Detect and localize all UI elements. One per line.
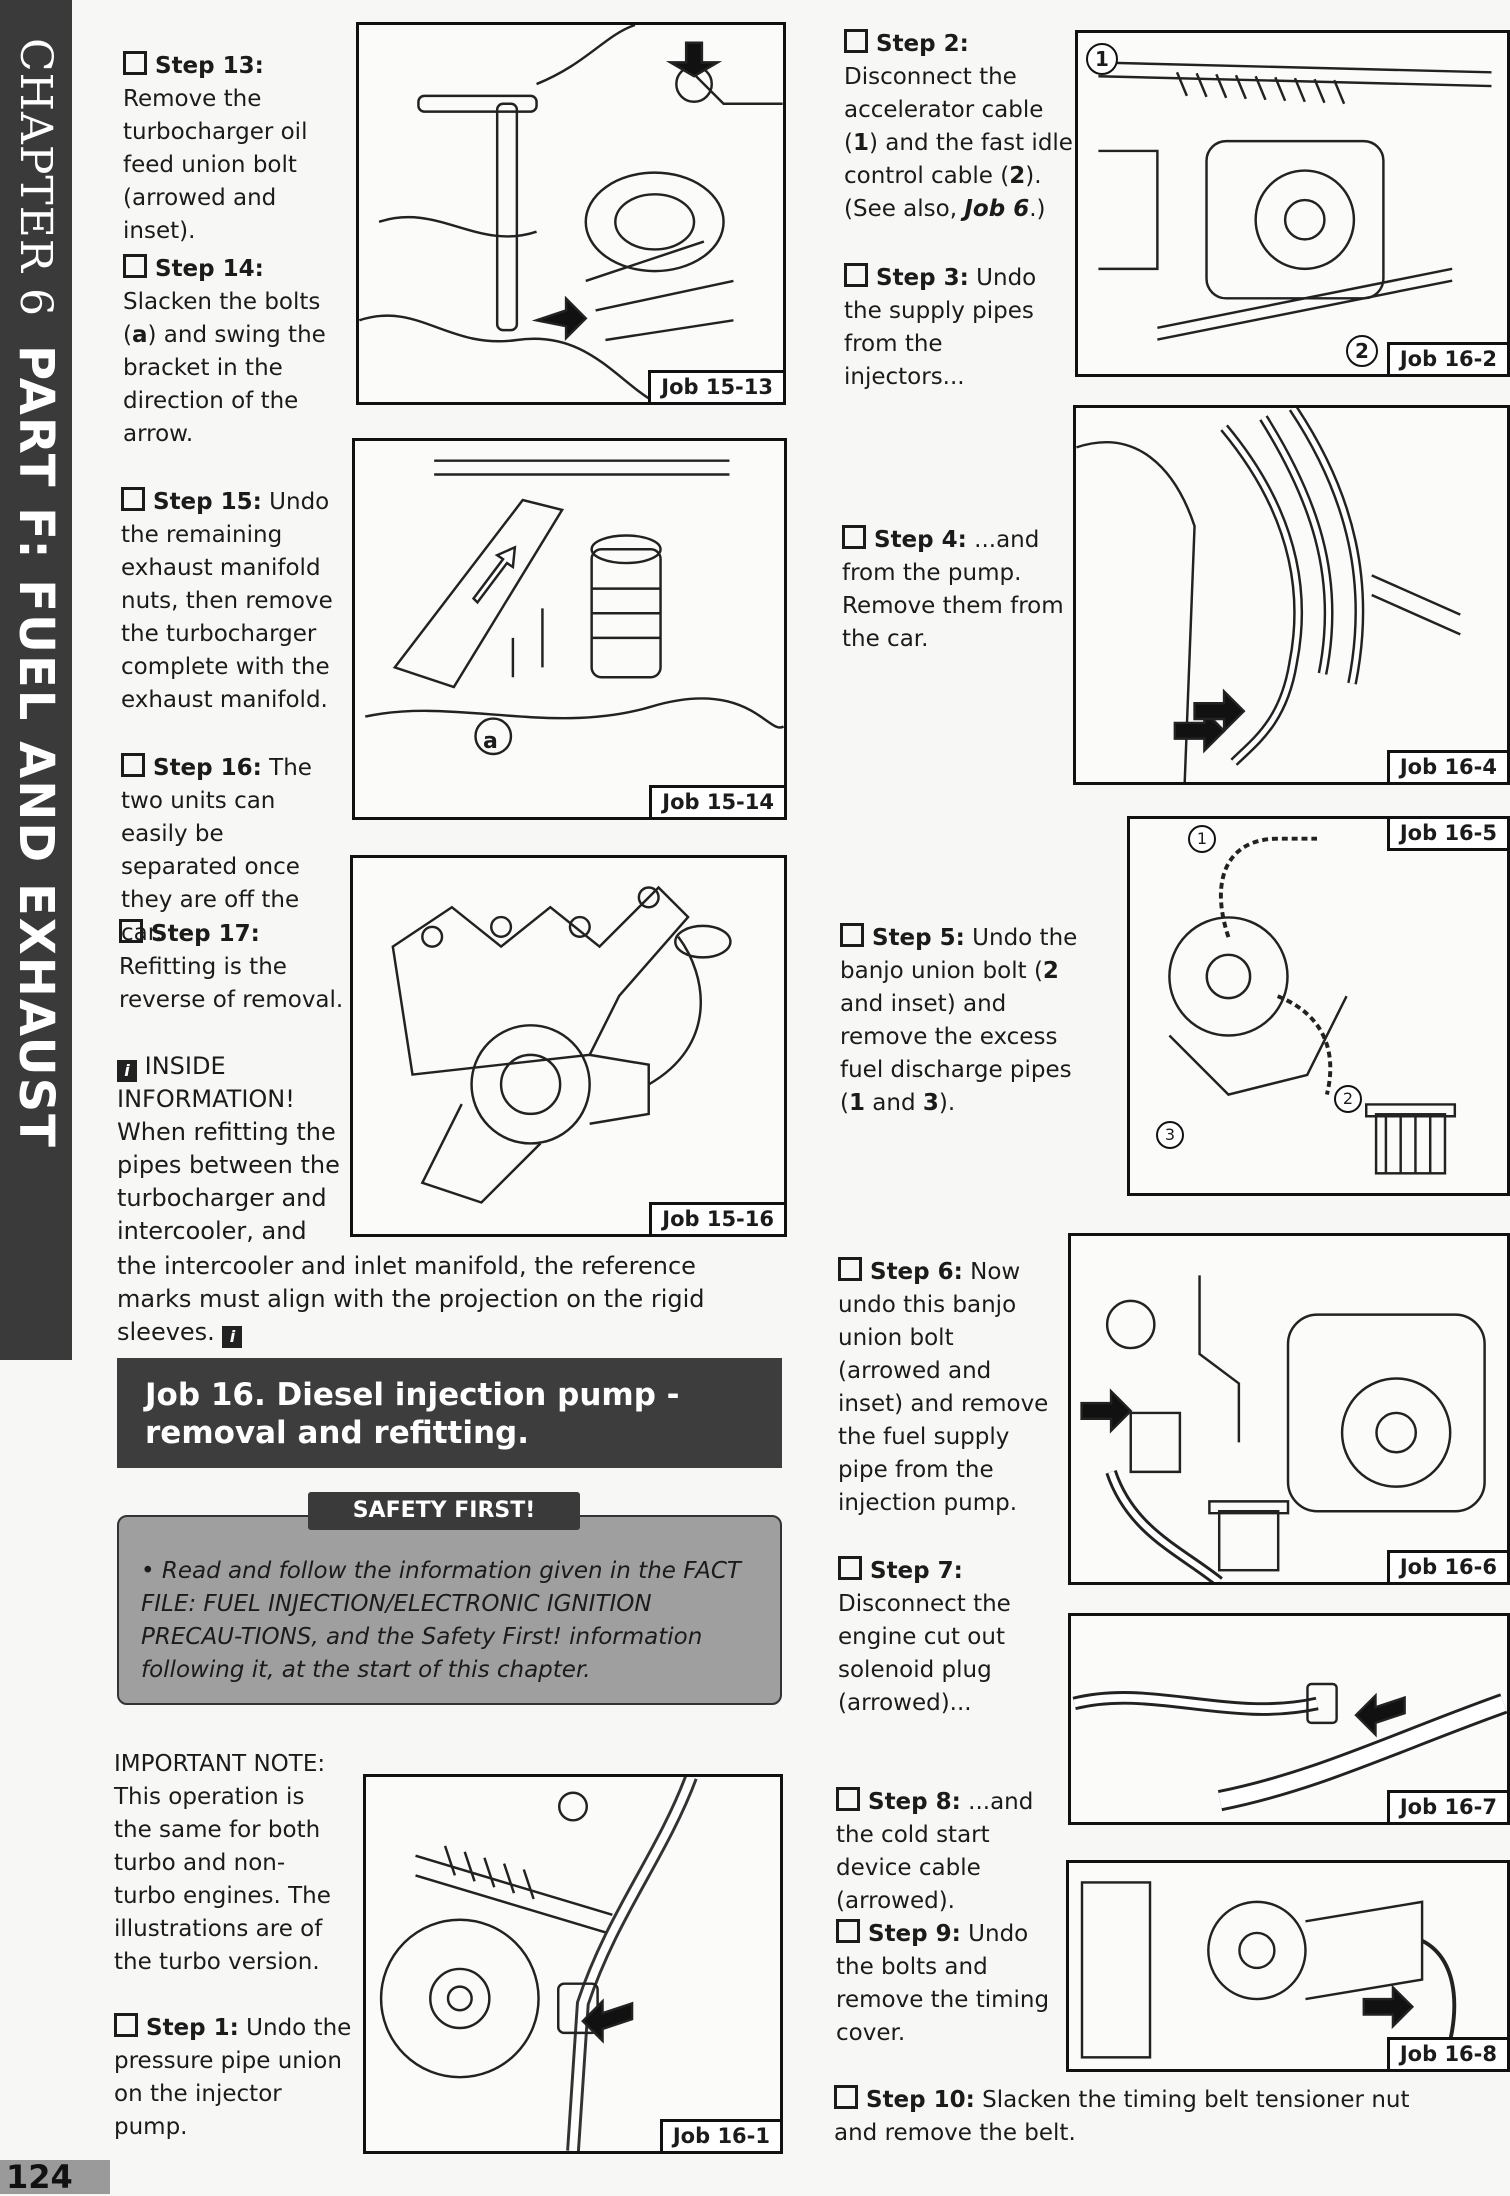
checkbox-icon bbox=[123, 254, 147, 278]
figure-caption: Job 16-2 bbox=[1386, 342, 1507, 374]
step-10: Step 10: Slacken the timing belt tension… bbox=[834, 2084, 1454, 2150]
safety-text: • Read and follow the information given … bbox=[141, 1558, 741, 1683]
callout-1: 1 bbox=[1086, 43, 1118, 75]
callout-2: 2 bbox=[1346, 335, 1378, 367]
inside-heading: INSIDE bbox=[144, 1052, 226, 1080]
step-text: Undo the pressure pipe union on the inje… bbox=[114, 2015, 352, 2140]
callout-3: 3 bbox=[1156, 1121, 1184, 1149]
checkbox-icon bbox=[840, 923, 864, 947]
step-14: Step 14: Slacken the bolts (a) and swing… bbox=[123, 254, 326, 447]
step-label: Step 13: bbox=[155, 53, 264, 79]
inside-information: i INSIDE INFORMATION! When refitting the… bbox=[117, 1052, 340, 1245]
inside-information-cont: the intercooler and inlet manifold, the … bbox=[117, 1252, 705, 1348]
step-text: Refitting is the reverse of removal. bbox=[119, 954, 344, 1013]
checkbox-icon bbox=[123, 51, 147, 75]
figure-job-15-13: Job 15-13 bbox=[356, 22, 786, 405]
step-13: Step 13: Remove the turbocharger oil fee… bbox=[123, 50, 348, 248]
chapter-label: CHAPTER 6 bbox=[10, 38, 62, 317]
step-text: Undo the remaining exhaust manifold nuts… bbox=[121, 489, 333, 713]
step-text: Slacken the timing belt tensioner nut an… bbox=[834, 2087, 1410, 2146]
step-1: Step 1: Undo the pressure pipe union on … bbox=[114, 2012, 354, 2144]
part-label: PART F: FUEL AND EXHAUST bbox=[8, 345, 64, 1149]
figure-job-16-6: Job 16-6 bbox=[1068, 1233, 1510, 1585]
checkbox-icon bbox=[844, 263, 868, 287]
step-4: Step 4: ...and from the pump. Remove the… bbox=[842, 524, 1067, 656]
checkbox-icon bbox=[121, 753, 145, 777]
step-2: Step 2: Disconnect the accelerator cable… bbox=[844, 29, 1073, 222]
chapter-sidebar: CHAPTER 6 PART F: FUEL AND EXHAUST bbox=[0, 0, 72, 1360]
checkbox-icon bbox=[844, 29, 868, 53]
step-label: Step 5: bbox=[872, 925, 965, 951]
step-text: Undo the supply pipes from the injectors… bbox=[844, 265, 1037, 390]
figure-caption: Job 16-5 bbox=[1386, 819, 1507, 851]
step-9: Step 9: Undo the bolts and remove the ti… bbox=[836, 1918, 1061, 2050]
figure-job-15-16: Job 15-16 bbox=[350, 855, 787, 1237]
figure-caption: Job 16-1 bbox=[659, 2119, 780, 2151]
step-text: The two units can easily be separated on… bbox=[121, 755, 312, 946]
checkbox-icon bbox=[119, 919, 143, 943]
step-label: Step 2: bbox=[876, 31, 969, 57]
figure-job-15-14: a Job 15-14 bbox=[352, 438, 787, 820]
figure-job-16-7: Job 16-7 bbox=[1068, 1613, 1510, 1825]
step-text: Remove the turbocharger oil feed union b… bbox=[123, 86, 308, 244]
info-icon: i bbox=[117, 1060, 137, 1082]
step-label: Step 17: bbox=[151, 921, 260, 947]
step-text: Disconnect the engine cut out solenoid p… bbox=[838, 1591, 1011, 1716]
job16-heading: Job 16. Diesel injection pump -removal a… bbox=[117, 1358, 782, 1468]
checkbox-icon bbox=[836, 1787, 860, 1811]
checkbox-icon bbox=[834, 2085, 858, 2109]
step-label: Step 16: bbox=[153, 755, 262, 781]
step-text: ...and the cold start device cable (arro… bbox=[836, 1789, 1034, 1914]
step-text: Now undo this banjo union bolt (arrowed … bbox=[838, 1259, 1049, 1516]
figure-job-16-5: 1 2 3 Job 16-5 bbox=[1127, 816, 1510, 1196]
figure-caption: Job 16-7 bbox=[1386, 1790, 1507, 1822]
inside-text: When refitting the pipes between the tur… bbox=[117, 1118, 340, 1245]
figure-job-16-1: Job 16-1 bbox=[363, 1774, 783, 2154]
checkbox-icon bbox=[838, 1556, 862, 1580]
figure-job-16-4: Job 16-4 bbox=[1073, 405, 1510, 785]
safety-first-tab: SAFETY FIRST! bbox=[308, 1492, 580, 1530]
figure-caption: Job 15-16 bbox=[649, 1202, 784, 1234]
step-label: Step 6: bbox=[870, 1259, 963, 1285]
step-7: Step 7: Disconnect the engine cut out so… bbox=[838, 1555, 1063, 1720]
checkbox-icon bbox=[114, 2013, 138, 2037]
step-text: ...and from the pump. Remove them from t… bbox=[842, 527, 1064, 652]
step-label: Step 15: bbox=[153, 489, 262, 515]
step-label: Step 7: bbox=[870, 1558, 963, 1584]
step-label: Step 10: bbox=[866, 2087, 975, 2113]
step-label: Step 14: bbox=[155, 256, 264, 282]
page-number: 124 bbox=[0, 2160, 110, 2194]
checkbox-icon bbox=[121, 487, 145, 511]
safety-first-box: • Read and follow the information given … bbox=[117, 1515, 782, 1705]
callout-1: 1 bbox=[1188, 825, 1216, 853]
step-16: Step 16: The two units can easily be sep… bbox=[121, 752, 346, 950]
step-6: Step 6: Now undo this banjo union bolt (… bbox=[838, 1256, 1063, 1520]
figure-caption: Job 16-6 bbox=[1386, 1550, 1507, 1582]
important-note: IMPORTANT NOTE: This operation is the sa… bbox=[114, 1751, 331, 1975]
checkbox-icon bbox=[838, 1257, 862, 1281]
figure-caption: Job 15-14 bbox=[649, 785, 784, 817]
checkbox-icon bbox=[842, 525, 866, 549]
figure-caption: Job 16-4 bbox=[1386, 750, 1507, 782]
step-label: Step 9: bbox=[868, 1921, 961, 1947]
info-icon: i bbox=[222, 1326, 243, 1348]
step-label: Step 3: bbox=[876, 265, 969, 291]
figure-caption: Job 16-8 bbox=[1386, 2037, 1507, 2069]
step-text: Undo the bolts and remove the timing cov… bbox=[836, 1921, 1050, 2046]
step-5: Step 5: Undo the banjo union bolt (2 and… bbox=[840, 923, 1078, 1116]
figure-job-16-8: Job 16-8 bbox=[1066, 1860, 1510, 2072]
step-15: Step 15: Undo the remaining exhaust mani… bbox=[121, 486, 346, 717]
step-3: Step 3: Undo the supply pipes from the i… bbox=[844, 262, 1069, 394]
callout-a: a bbox=[483, 729, 498, 754]
step-17: Step 17: Refitting is the reverse of rem… bbox=[119, 918, 344, 1017]
step-label: Step 4: bbox=[874, 527, 967, 553]
step-8: Step 8: ...and the cold start device cab… bbox=[836, 1786, 1061, 1918]
figure-job-16-2: 1 2 Job 16-2 bbox=[1075, 30, 1510, 377]
step-label: Step 1: bbox=[146, 2015, 239, 2041]
figure-caption: Job 15-13 bbox=[648, 370, 783, 402]
callout-2: 2 bbox=[1334, 1085, 1362, 1113]
step-label: Step 8: bbox=[868, 1789, 961, 1815]
checkbox-icon bbox=[836, 1919, 860, 1943]
